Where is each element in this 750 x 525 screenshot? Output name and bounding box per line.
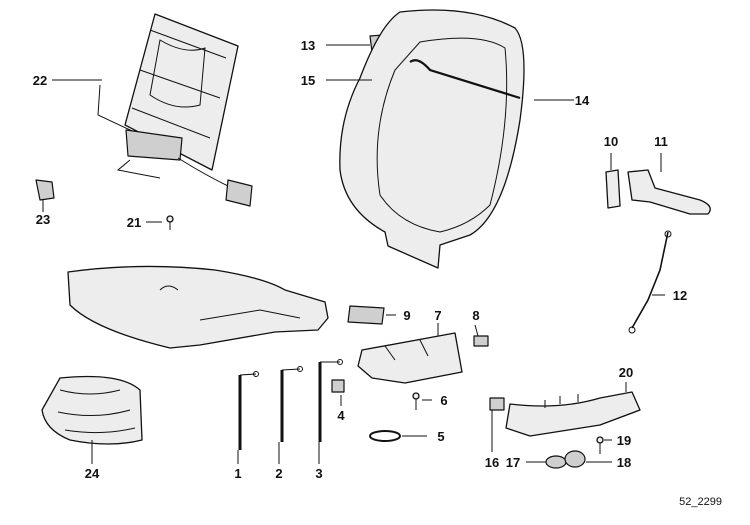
- diagram-reference-code: 52_2299: [679, 496, 722, 508]
- callout-21: 21: [127, 215, 141, 230]
- leader-lines: [42, 44, 665, 464]
- part-11-release-lever: [627, 169, 711, 215]
- part-23-clip: [35, 179, 55, 201]
- callout-17: 17: [506, 455, 520, 470]
- part-21-screw: [166, 215, 174, 230]
- backrest-shell: [339, 9, 525, 269]
- callout-11: 11: [654, 134, 668, 149]
- part-5-ring: [369, 430, 401, 442]
- callout-5: 5: [437, 429, 444, 444]
- callout-23: 23: [36, 212, 50, 227]
- part-10-trim-cover: [605, 169, 621, 209]
- callout-6: 6: [440, 393, 447, 408]
- callout-2: 2: [275, 466, 282, 481]
- callout-1: 1: [234, 466, 241, 481]
- part-16-switch-block: [489, 397, 505, 411]
- part-4-clip: [331, 379, 345, 393]
- part-7-side-trim: [357, 332, 463, 384]
- callout-24: 24: [85, 466, 100, 481]
- part-22-backrest-frame-assembly: [97, 13, 253, 207]
- part-1-spindle: [238, 371, 259, 450]
- part-3-spindle: [318, 359, 343, 442]
- callout-7: 7: [434, 308, 441, 323]
- seat-cushion-base: [67, 265, 329, 349]
- callout-19: 19: [617, 433, 631, 448]
- part-19-screw: [596, 436, 604, 454]
- part-2-spindle: [280, 366, 303, 442]
- part-12-bowden-cable: [628, 230, 672, 334]
- callout-13: 13: [301, 38, 315, 53]
- callout-12: 12: [673, 288, 687, 303]
- part-9-switch: [347, 305, 385, 325]
- callout-14: 14: [575, 93, 590, 108]
- callout-10: 10: [604, 134, 618, 149]
- part-6-screw: [412, 392, 420, 410]
- callout-20: 20: [619, 365, 633, 380]
- callout-4: 4: [337, 408, 345, 423]
- callout-labels: 1 2 3 4 5 6 7 8 9 10 11 12 13 14 15 16 1…: [33, 38, 687, 481]
- callout-3: 3: [315, 466, 322, 481]
- part-18-knob: [564, 450, 586, 468]
- part-8-pad: [473, 335, 489, 347]
- callout-15: 15: [301, 73, 315, 88]
- part-24-seat-mat: [41, 375, 143, 445]
- part-20-control-panel: [505, 391, 641, 437]
- callout-18: 18: [617, 455, 631, 470]
- callout-22: 22: [33, 73, 47, 88]
- callout-9: 9: [403, 308, 410, 323]
- part-17-knob: [545, 455, 567, 469]
- part-14-release-rod: [409, 59, 521, 100]
- callout-16: 16: [485, 455, 499, 470]
- callout-8: 8: [472, 308, 479, 323]
